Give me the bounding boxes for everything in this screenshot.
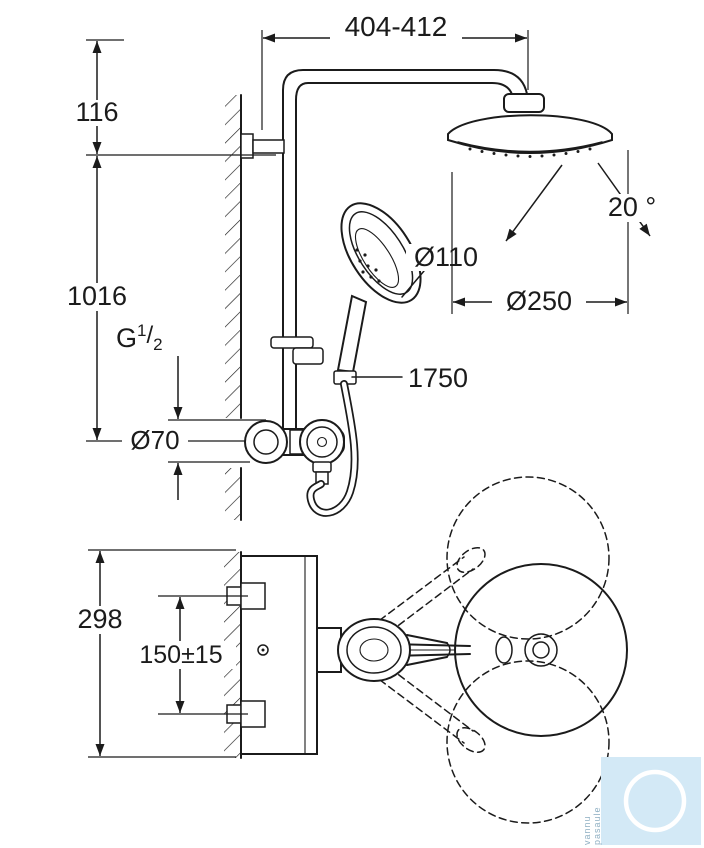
ball-joint-outer	[524, 633, 558, 667]
dim-1016: 1016	[58, 156, 246, 442]
dim-thread: G1/2	[116, 321, 163, 354]
shower-hose	[306, 380, 359, 517]
pipe-inner-line	[295, 82, 514, 106]
head-connection-cap	[503, 93, 545, 113]
dim-top-width: 404-412	[261, 11, 529, 130]
thread-size-label: G1/2	[116, 321, 163, 354]
watermark-text-line1: vannu	[582, 815, 592, 845]
dim-top-width-label: 404-412	[345, 11, 448, 42]
head-spray-face	[457, 141, 603, 153]
outlet-nut	[312, 461, 332, 473]
dim-riser-height-label: 1016	[67, 281, 127, 311]
watermark: vannu pasaule	[582, 757, 701, 845]
dim-plan-depth: 298	[66, 549, 236, 758]
dim-union-spacing-label: 150±15	[139, 641, 222, 669]
head-circle	[454, 563, 628, 737]
dim-plan-depth-label: 298	[77, 604, 122, 634]
head-shower-front	[447, 93, 613, 158]
arm-joint-ring	[495, 636, 513, 664]
slider-holder	[270, 336, 324, 365]
dim-dia250: Ø250	[451, 150, 629, 316]
dim-swivel-angle-label: 20 °	[608, 192, 656, 222]
thermostat-mixer-front	[244, 419, 345, 485]
swivel-position-down	[446, 660, 610, 824]
escutcheon	[244, 420, 288, 464]
ball-joint-inner	[532, 641, 550, 659]
head-body	[447, 114, 613, 154]
dim-angle: 20 °	[505, 162, 664, 242]
dim-dia110: Ø110	[401, 242, 486, 298]
dim-hose-length: 1750	[351, 363, 468, 393]
dim-116: 116	[66, 39, 276, 156]
hand-shower-handle	[336, 294, 368, 374]
hand-shower-plan	[337, 618, 451, 682]
wall-bracket	[240, 133, 285, 159]
riser-and-arm	[282, 69, 528, 431]
dim-dia70: Ø70	[122, 356, 266, 500]
dim-offset-top-label: 116	[75, 97, 118, 127]
pipe-outer-line	[282, 69, 528, 106]
wall-section-front	[225, 94, 242, 521]
dim-handshower-dia-label: Ø110	[414, 242, 478, 272]
watermark-ring-icon	[623, 769, 687, 833]
head-spray-nozzles	[468, 147, 592, 158]
swivel-position-up	[446, 476, 610, 640]
front-view	[225, 69, 613, 521]
dim-escutcheon-dia-label: Ø70	[130, 425, 179, 455]
wall-hatching-front	[225, 95, 241, 418]
hand-shower-nozzles	[355, 248, 381, 283]
hand-shower-front	[333, 202, 422, 385]
plan-view	[224, 476, 628, 824]
watermark-text-line2: pasaule	[592, 806, 602, 845]
dim-headshower-dia-label: Ø250	[506, 286, 572, 316]
plate-screw	[257, 644, 269, 656]
dimensions: 404-412 116 1016 G1/2 Ø70	[58, 11, 664, 758]
dim-hose-length-label: 1750	[408, 363, 468, 393]
dim-union-spacing: 150±15	[126, 595, 248, 715]
dia110-leader	[401, 270, 425, 298]
head-shower-plan	[454, 563, 628, 737]
